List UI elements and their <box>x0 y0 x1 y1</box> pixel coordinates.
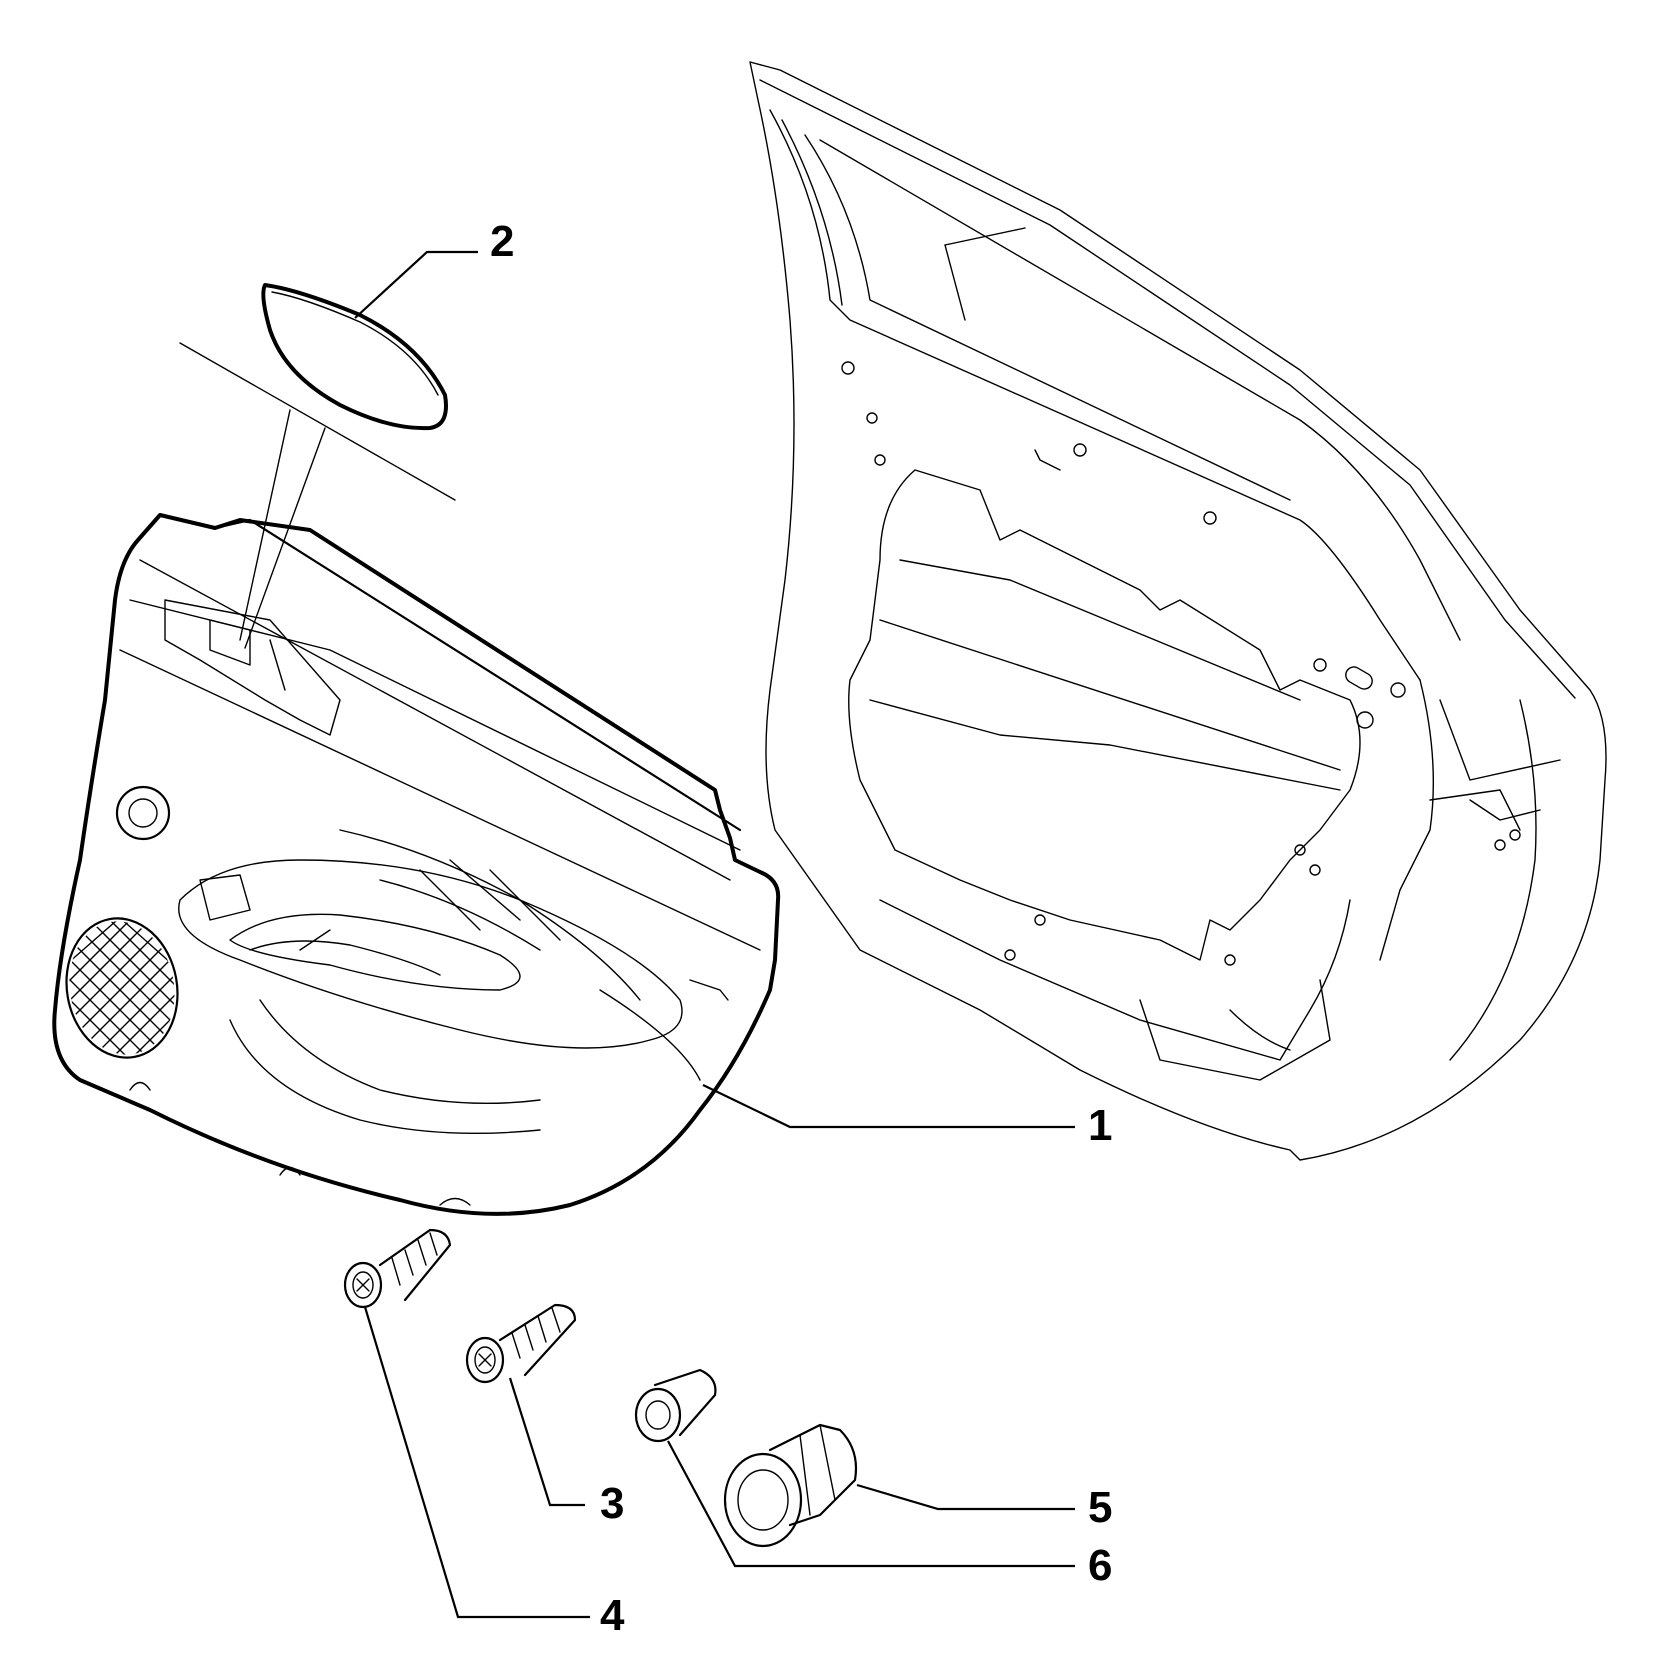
door-shell <box>749 61 1607 1161</box>
part-2-projection-lines <box>179 342 456 649</box>
part-6-plug <box>634 1368 717 1443</box>
part-4-screw <box>343 1228 452 1309</box>
callout-5: 5 <box>1088 1483 1112 1532</box>
speaker-grille <box>59 912 185 1064</box>
callout-6: 6 <box>1088 1541 1112 1590</box>
leader-lines <box>354 250 1075 1619</box>
callout-3: 3 <box>600 1479 624 1528</box>
part-3-screw <box>465 1303 577 1384</box>
part-5-clip <box>723 1423 858 1548</box>
callout-1: 1 <box>1088 1101 1112 1150</box>
callout-4: 4 <box>600 1591 625 1640</box>
callout-2: 2 <box>490 217 514 266</box>
door-trim-panel <box>52 513 781 1216</box>
